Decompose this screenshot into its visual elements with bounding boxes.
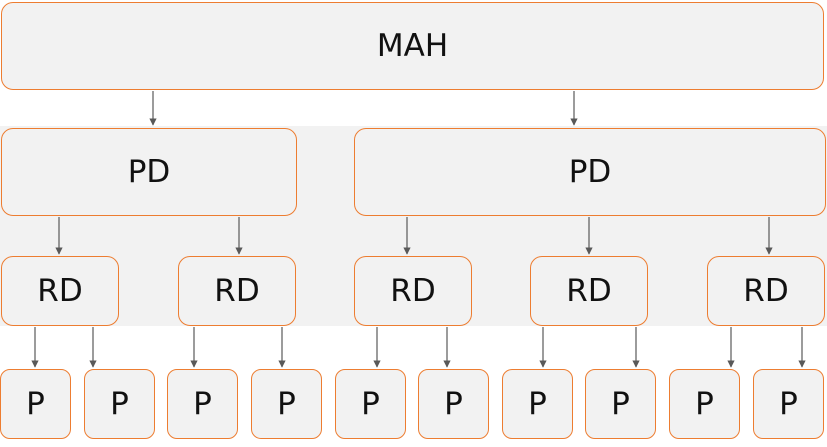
rd-label: RD bbox=[214, 273, 260, 309]
rd-label: RD bbox=[566, 273, 612, 309]
p-label: P bbox=[193, 386, 212, 422]
p-node-5: P bbox=[335, 369, 406, 439]
rd-label: RD bbox=[390, 273, 436, 309]
p-node-3: P bbox=[167, 369, 238, 439]
p-label: P bbox=[528, 386, 547, 422]
rd-node-4: RD bbox=[530, 256, 648, 326]
p-label: P bbox=[277, 386, 296, 422]
rd-node-2: RD bbox=[178, 256, 296, 326]
p-label: P bbox=[611, 386, 630, 422]
mah-node: MAH bbox=[1, 2, 824, 90]
p-node-4: P bbox=[251, 369, 322, 439]
pd-node-left: PD bbox=[1, 128, 297, 216]
p-node-10: P bbox=[753, 369, 824, 439]
p-label: P bbox=[361, 386, 380, 422]
pd-label: PD bbox=[127, 154, 171, 190]
p-label: P bbox=[444, 386, 463, 422]
pd-label: PD bbox=[568, 154, 612, 190]
mah-label: MAH bbox=[376, 28, 449, 64]
p-label: P bbox=[695, 386, 714, 422]
p-node-8: P bbox=[585, 369, 656, 439]
p-node-6: P bbox=[418, 369, 489, 439]
rd-label: RD bbox=[743, 273, 789, 309]
p-node-1: P bbox=[0, 369, 71, 439]
p-label: P bbox=[26, 386, 45, 422]
rd-node-3: RD bbox=[354, 256, 472, 326]
rd-label: RD bbox=[37, 273, 83, 309]
pd-node-right: PD bbox=[354, 128, 826, 216]
p-label: P bbox=[779, 386, 798, 422]
p-node-7: P bbox=[502, 369, 573, 439]
rd-node-1: RD bbox=[1, 256, 119, 326]
p-label: P bbox=[110, 386, 129, 422]
p-node-9: P bbox=[669, 369, 740, 439]
rd-node-5: RD bbox=[707, 256, 825, 326]
p-node-2: P bbox=[84, 369, 155, 439]
